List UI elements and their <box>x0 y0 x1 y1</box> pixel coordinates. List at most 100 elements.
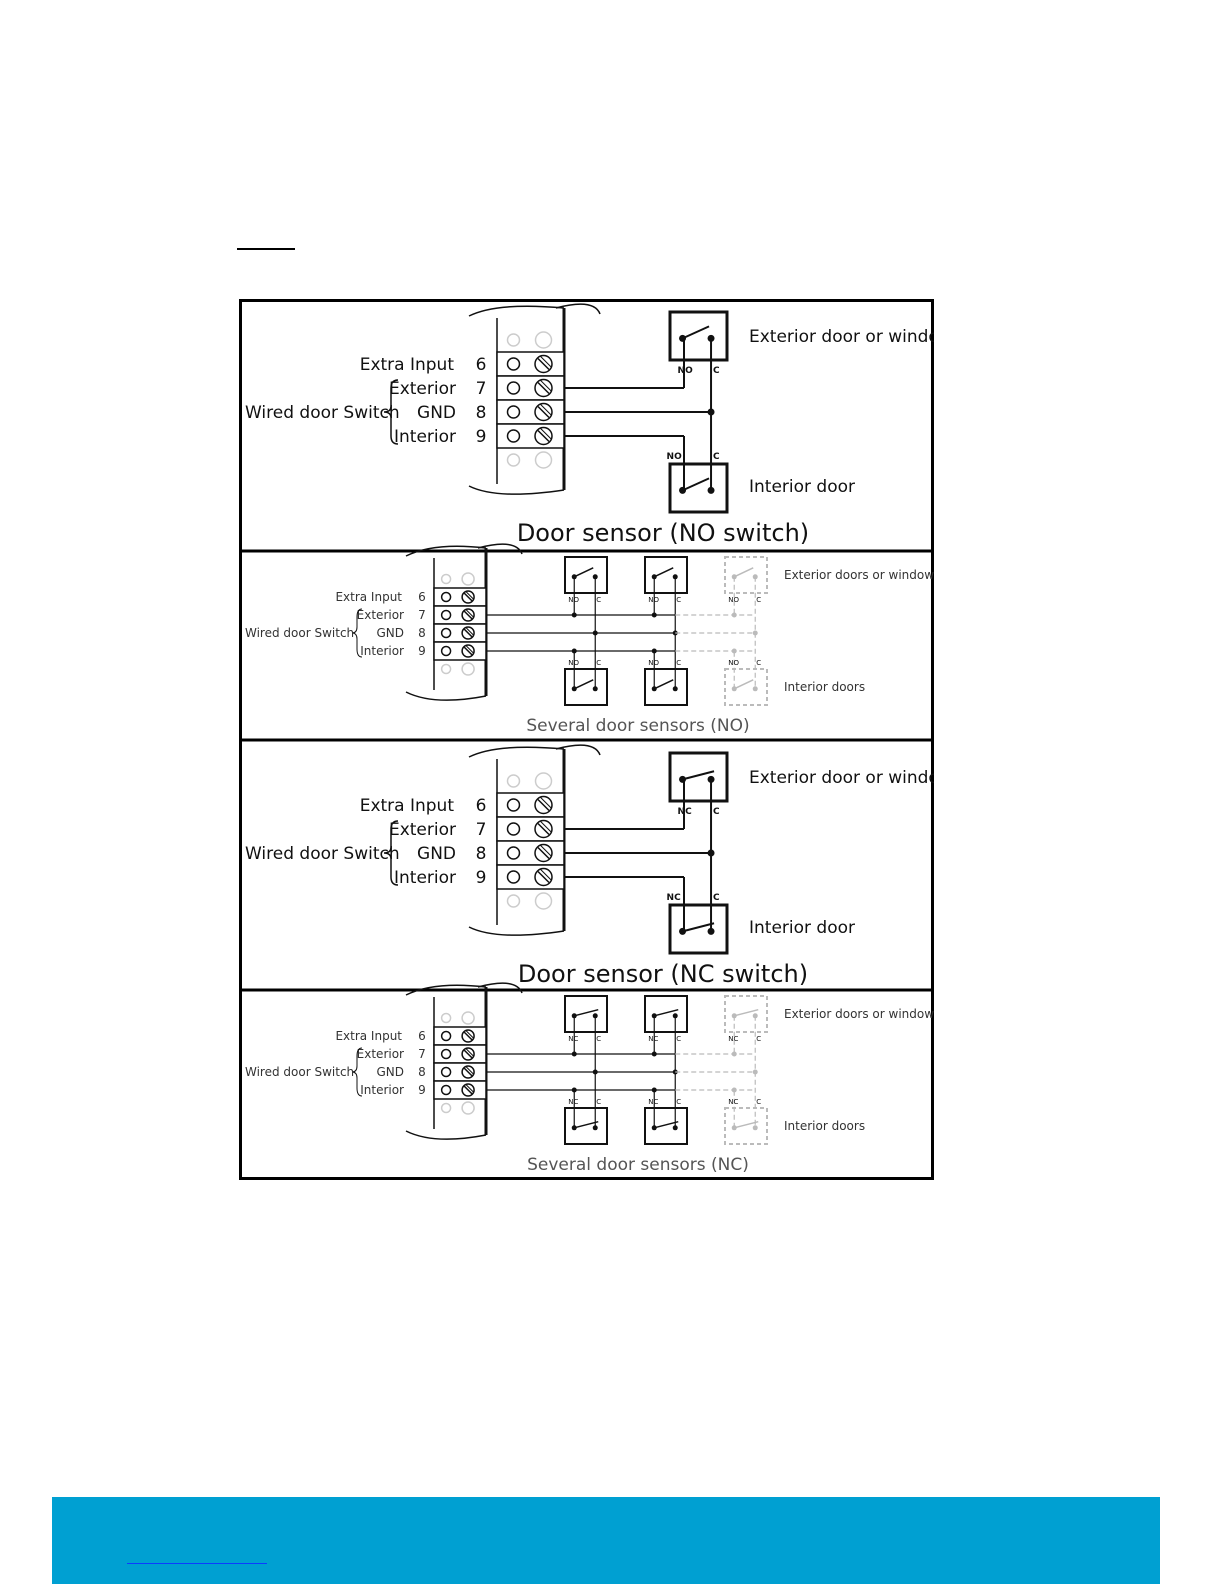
contact-label-left: NC <box>648 1035 658 1043</box>
switch-arm <box>734 1008 759 1017</box>
contact-dot <box>651 1125 657 1131</box>
contact-dot <box>592 1125 598 1131</box>
contact-label-right: C <box>596 1035 601 1043</box>
terminal-hole <box>506 894 521 908</box>
switch-box <box>564 995 608 1033</box>
contact-dot <box>672 1125 678 1131</box>
terminal-screw <box>534 843 553 863</box>
switch-arm <box>733 567 754 578</box>
contact-label-left: NC <box>568 1098 578 1106</box>
group-label: Wired door Switch <box>245 1065 354 1079</box>
terminal-hole <box>440 645 452 657</box>
switch-box <box>668 751 729 803</box>
junction-dot <box>752 1069 758 1075</box>
faded-sensor-switch <box>724 995 768 1033</box>
sensor-switch <box>644 995 688 1033</box>
screw-slot <box>537 357 550 371</box>
switch-box <box>668 462 729 514</box>
terminal-screw <box>534 426 553 446</box>
sensor-switch <box>668 751 729 803</box>
switch-arm <box>574 1008 599 1017</box>
terminal-screw <box>534 819 553 839</box>
contact-label-left: NO <box>728 596 739 604</box>
terminal-hole <box>440 591 452 603</box>
screw-slot <box>540 355 552 368</box>
interior-label: Interior doors <box>784 1119 865 1133</box>
terminal-hole <box>440 1030 452 1042</box>
screw-slot <box>540 820 552 833</box>
panel-caption: Several door sensors (NO) <box>526 716 749 736</box>
footer-link[interactable] <box>127 1563 267 1564</box>
contact-label-right: C <box>596 1098 601 1106</box>
terminal-number: 9 <box>418 1083 426 1097</box>
contact-dot <box>707 334 715 342</box>
terminal-hole <box>506 333 521 347</box>
switch-arm <box>682 325 710 340</box>
torn-edge <box>405 545 487 557</box>
terminal-label: Exterior <box>357 1047 404 1061</box>
screw-slot <box>465 1030 474 1039</box>
terminal-number: 9 <box>476 427 487 447</box>
switch-arm <box>654 1008 679 1017</box>
terminal-number: 7 <box>418 608 426 622</box>
terminal-screw <box>534 795 553 815</box>
contact-label-right: C <box>596 596 601 604</box>
switch-box <box>724 995 768 1033</box>
contact-label-right: C <box>713 807 720 817</box>
terminal-block <box>405 982 523 1140</box>
contact-label-left: NC <box>648 1098 658 1106</box>
terminal-number: 7 <box>418 1047 426 1061</box>
contact-label-right: C <box>713 893 720 903</box>
screw-slot <box>540 379 552 392</box>
switch-box <box>644 556 688 594</box>
junction-dot <box>752 630 758 636</box>
group-label: Wired door Switch <box>245 844 400 864</box>
torn-edge <box>468 926 565 936</box>
torn-edge <box>477 543 523 555</box>
contact-dot <box>752 686 758 692</box>
terminal-screw <box>461 1101 475 1115</box>
brace <box>383 379 399 445</box>
exterior-label: Exterior doors or windows <box>784 1007 934 1021</box>
terminal-number: 6 <box>418 590 426 604</box>
screw-slot <box>540 868 552 881</box>
terminal-label: GND <box>417 844 456 864</box>
panel-caption: Several door sensors (NC) <box>527 1155 749 1175</box>
terminal-label: Interior <box>360 1083 404 1097</box>
panel-1: Extra InputExteriorGNDInterior6789Wired … <box>245 303 934 547</box>
sensor-switch <box>644 1107 688 1145</box>
sensor-switch <box>644 556 688 594</box>
terminal-label: Extra Input <box>360 796 455 816</box>
terminal-number: 7 <box>476 379 487 399</box>
panel-caption: Door sensor (NO switch) <box>517 519 809 547</box>
screw-slot <box>463 1067 473 1077</box>
brace <box>383 820 399 886</box>
torn-edge <box>405 984 487 996</box>
contact-label-right: C <box>756 596 761 604</box>
contact-label-right: C <box>713 366 720 376</box>
switch-box <box>644 995 688 1033</box>
switch-box <box>668 310 729 362</box>
switch-box <box>564 1107 608 1145</box>
screw-slot <box>463 628 473 638</box>
terminal-label: Extra Input <box>335 590 402 604</box>
screw-slot <box>463 646 473 656</box>
terminal-screw <box>534 892 553 910</box>
screw-slot <box>465 1048 474 1057</box>
contact-label-right: C <box>756 659 761 667</box>
terminal-screw <box>461 1047 475 1061</box>
terminal-block <box>468 744 601 936</box>
contact-label-left: NC <box>678 807 693 817</box>
screw-slot <box>537 381 550 395</box>
screw-slot <box>540 403 552 416</box>
contact-label-right: C <box>713 452 720 462</box>
screw-slot <box>540 427 552 440</box>
terminal-hole <box>506 798 521 812</box>
contact-label-right: C <box>676 659 681 667</box>
sensor-switch <box>668 903 729 955</box>
contact-label-right: C <box>676 596 681 604</box>
sensor-switch <box>668 462 729 514</box>
screw-slot <box>537 429 550 443</box>
switch-arm <box>682 770 715 781</box>
torn-edge <box>405 1130 487 1140</box>
